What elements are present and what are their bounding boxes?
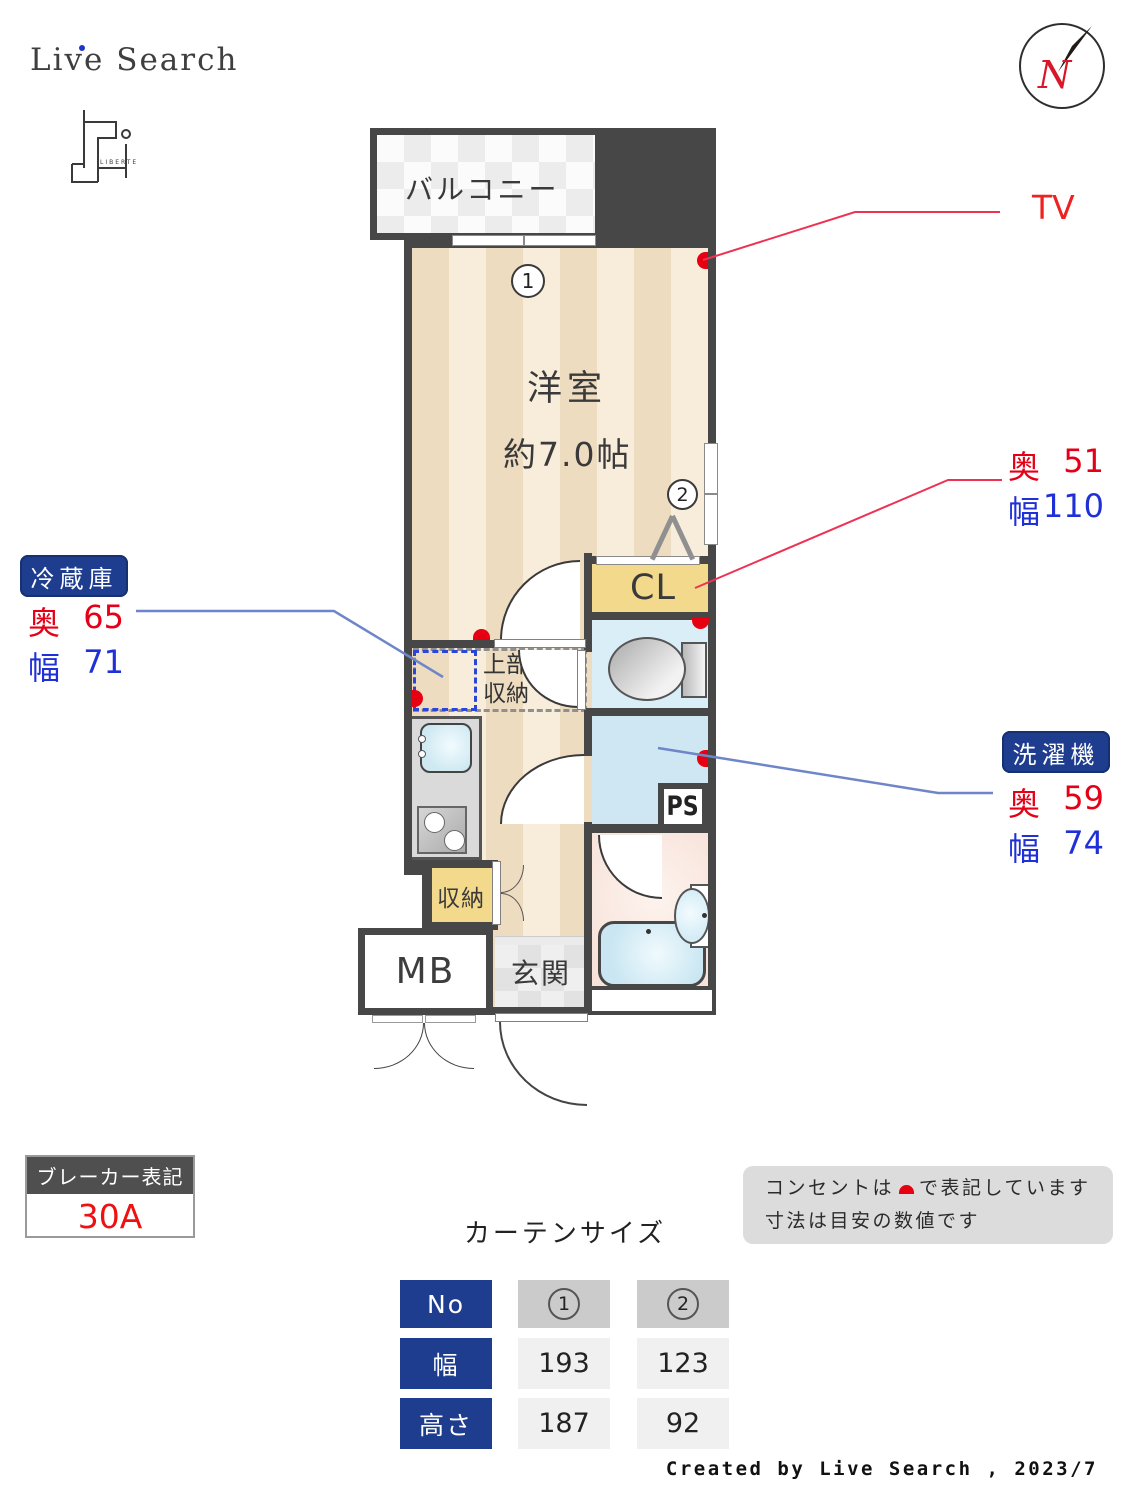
- fridge-space: [413, 650, 477, 711]
- curtain-header-width: 幅: [400, 1338, 492, 1389]
- room-door-leaf: [494, 639, 586, 648]
- wall: [584, 708, 592, 756]
- entrance-step: [495, 936, 588, 946]
- outlet-marker: [412, 690, 423, 707]
- closet-label: CL: [630, 568, 676, 608]
- brand-logo: Live Search: [30, 42, 238, 78]
- liberte-logo-icon: LIBERTE: [71, 110, 138, 183]
- washer-width: 幅 74: [1008, 824, 1104, 868]
- curtain-col2-height: 92: [637, 1398, 729, 1449]
- curtain-header-no: No: [400, 1280, 492, 1328]
- mb-door-swing: [374, 1023, 424, 1069]
- pipe-space-label: PS: [666, 791, 700, 822]
- curtain-table-title: カーテンサイズ: [463, 1219, 667, 1249]
- outlet-marker: [473, 629, 490, 640]
- room-name-label: 洋室: [527, 369, 608, 409]
- wall: [584, 553, 592, 652]
- tv-label: TV: [1032, 188, 1075, 227]
- mb-door-leaf: [425, 1015, 476, 1023]
- entrance-label: 玄関: [511, 957, 572, 990]
- room-size-label: 約7.0帖: [503, 435, 632, 474]
- wall: [404, 867, 432, 875]
- meter-box: MB: [358, 928, 493, 1015]
- wall: [422, 922, 498, 930]
- wall-block: [602, 128, 716, 247]
- note-box: コンセントはで表記しています 寸法は目安の数値です: [743, 1166, 1113, 1244]
- entrance-door-swing: [499, 1022, 587, 1106]
- storage-closet: [432, 867, 492, 922]
- compass-north-label: N: [1037, 53, 1073, 97]
- toilet-bowl: [608, 637, 686, 701]
- balcony-label: バルコニー: [405, 173, 560, 206]
- exterior-gap: [404, 875, 422, 928]
- curtain-col2-no: 2: [637, 1280, 729, 1328]
- stove-burner-icon: [424, 812, 445, 833]
- sink-knob-icon: [418, 735, 426, 743]
- wall: [422, 867, 432, 930]
- breaker-value: 30A: [77, 1196, 143, 1236]
- closet-floor: [592, 560, 708, 614]
- pipe-space: PS: [658, 783, 708, 830]
- curtain-marker-2: 2: [667, 479, 698, 510]
- wall: [708, 238, 716, 1015]
- fridge-pill: 冷蔵庫: [20, 555, 128, 597]
- wall: [592, 824, 708, 833]
- fridge-depth: 奥 65: [28, 598, 124, 642]
- window-divider: [523, 235, 525, 246]
- outlet-marker: [697, 252, 708, 269]
- liberte-caption: LIBERTE: [100, 159, 138, 166]
- credit-text: Created by Live Search , 2023/7: [665, 1458, 1098, 1480]
- storage-label: 収納: [437, 886, 485, 912]
- washer-depth: 奥 59: [1008, 779, 1104, 823]
- note-line1: コンセントはで表記しています: [765, 1176, 1091, 1199]
- wall: [584, 822, 592, 1015]
- wall: [592, 708, 708, 716]
- closet-depth: 奥 51: [1008, 442, 1104, 486]
- brand-text: Live Search: [30, 42, 239, 78]
- fridge-width: 幅 71: [28, 643, 124, 687]
- storage-door-leaf: [492, 861, 501, 925]
- wall-hollow: [588, 986, 716, 1015]
- wall: [404, 238, 412, 875]
- breaker-title: ブレーカー表記: [27, 1157, 193, 1194]
- wall: [592, 612, 708, 620]
- curtain-col1-no: 1: [518, 1280, 610, 1328]
- curtain-col1-height: 187: [518, 1398, 610, 1449]
- kitchen-sink: [420, 723, 472, 773]
- basin-faucet-icon: [702, 913, 707, 918]
- curtain-marker-1: 1: [511, 264, 545, 298]
- entrance-floor: [495, 945, 588, 1007]
- compass-icon: N: [1019, 23, 1105, 109]
- closet-width: 幅 110: [1008, 487, 1104, 531]
- stove-burner-icon: [444, 830, 465, 851]
- mb-door-leaf: [372, 1015, 423, 1023]
- note-line2: 寸法は目安の数値です: [765, 1210, 981, 1232]
- outlet-marker: [692, 618, 709, 629]
- toilet-door-leaf: [577, 650, 586, 710]
- brand-i-dot: [79, 45, 85, 51]
- entrance-door-leaf: [495, 1013, 588, 1022]
- washer-pill: 洗濯機: [1002, 731, 1110, 773]
- breaker-box: ブレーカー表記 30A: [25, 1155, 195, 1238]
- closet-door: [596, 556, 700, 565]
- window-divider: [704, 493, 718, 495]
- curtain-header-height: 高さ: [400, 1398, 492, 1449]
- curtain-col1-width: 193: [518, 1338, 610, 1389]
- sink-knob-icon: [418, 750, 426, 758]
- outlet-marker: [697, 750, 708, 767]
- bathtub-drain-icon: [646, 929, 651, 934]
- outlet-legend-icon: [899, 1184, 915, 1194]
- meter-box-label: MB: [395, 951, 456, 992]
- mb-door-swing: [424, 1023, 474, 1069]
- wall: [412, 640, 498, 648]
- curtain-col2-width: 123: [637, 1338, 729, 1389]
- wall: [412, 860, 498, 868]
